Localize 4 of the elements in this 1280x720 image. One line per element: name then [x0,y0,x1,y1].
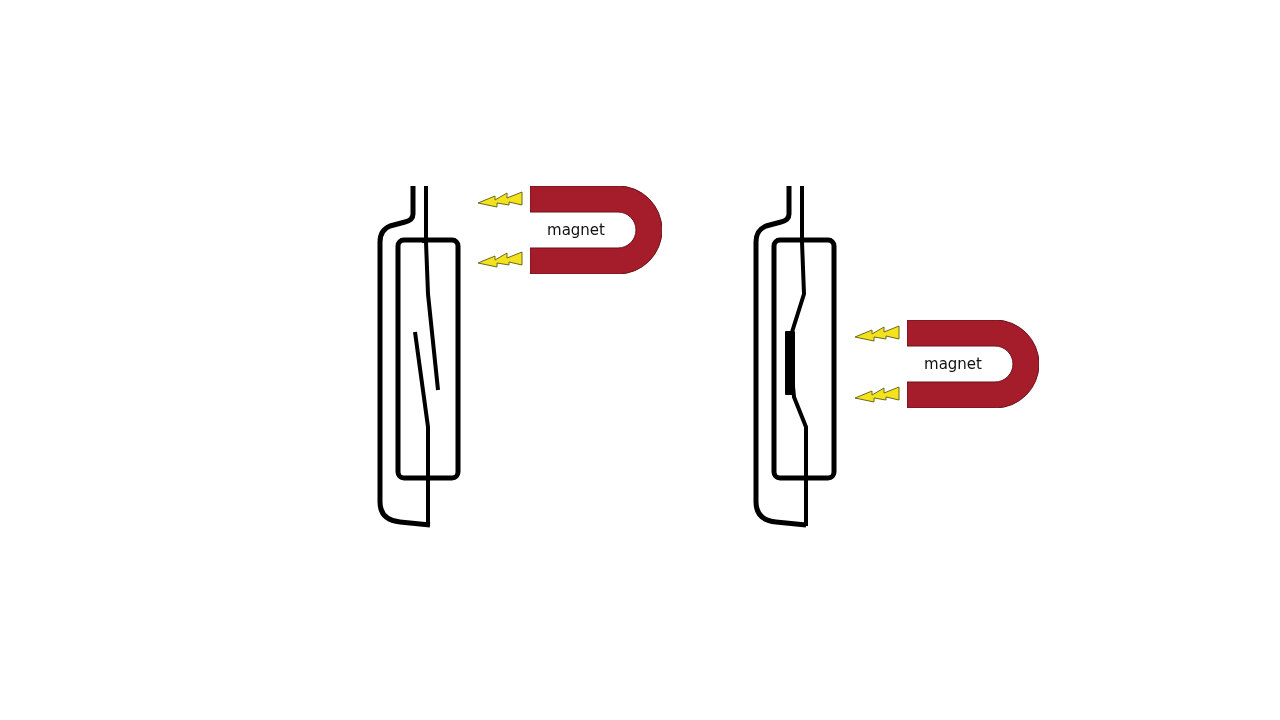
horseshoe-magnet [530,186,662,274]
horseshoe-magnet [907,320,1039,408]
magnet-label: magnet [924,355,982,373]
magnet-label: magnet [547,221,605,239]
